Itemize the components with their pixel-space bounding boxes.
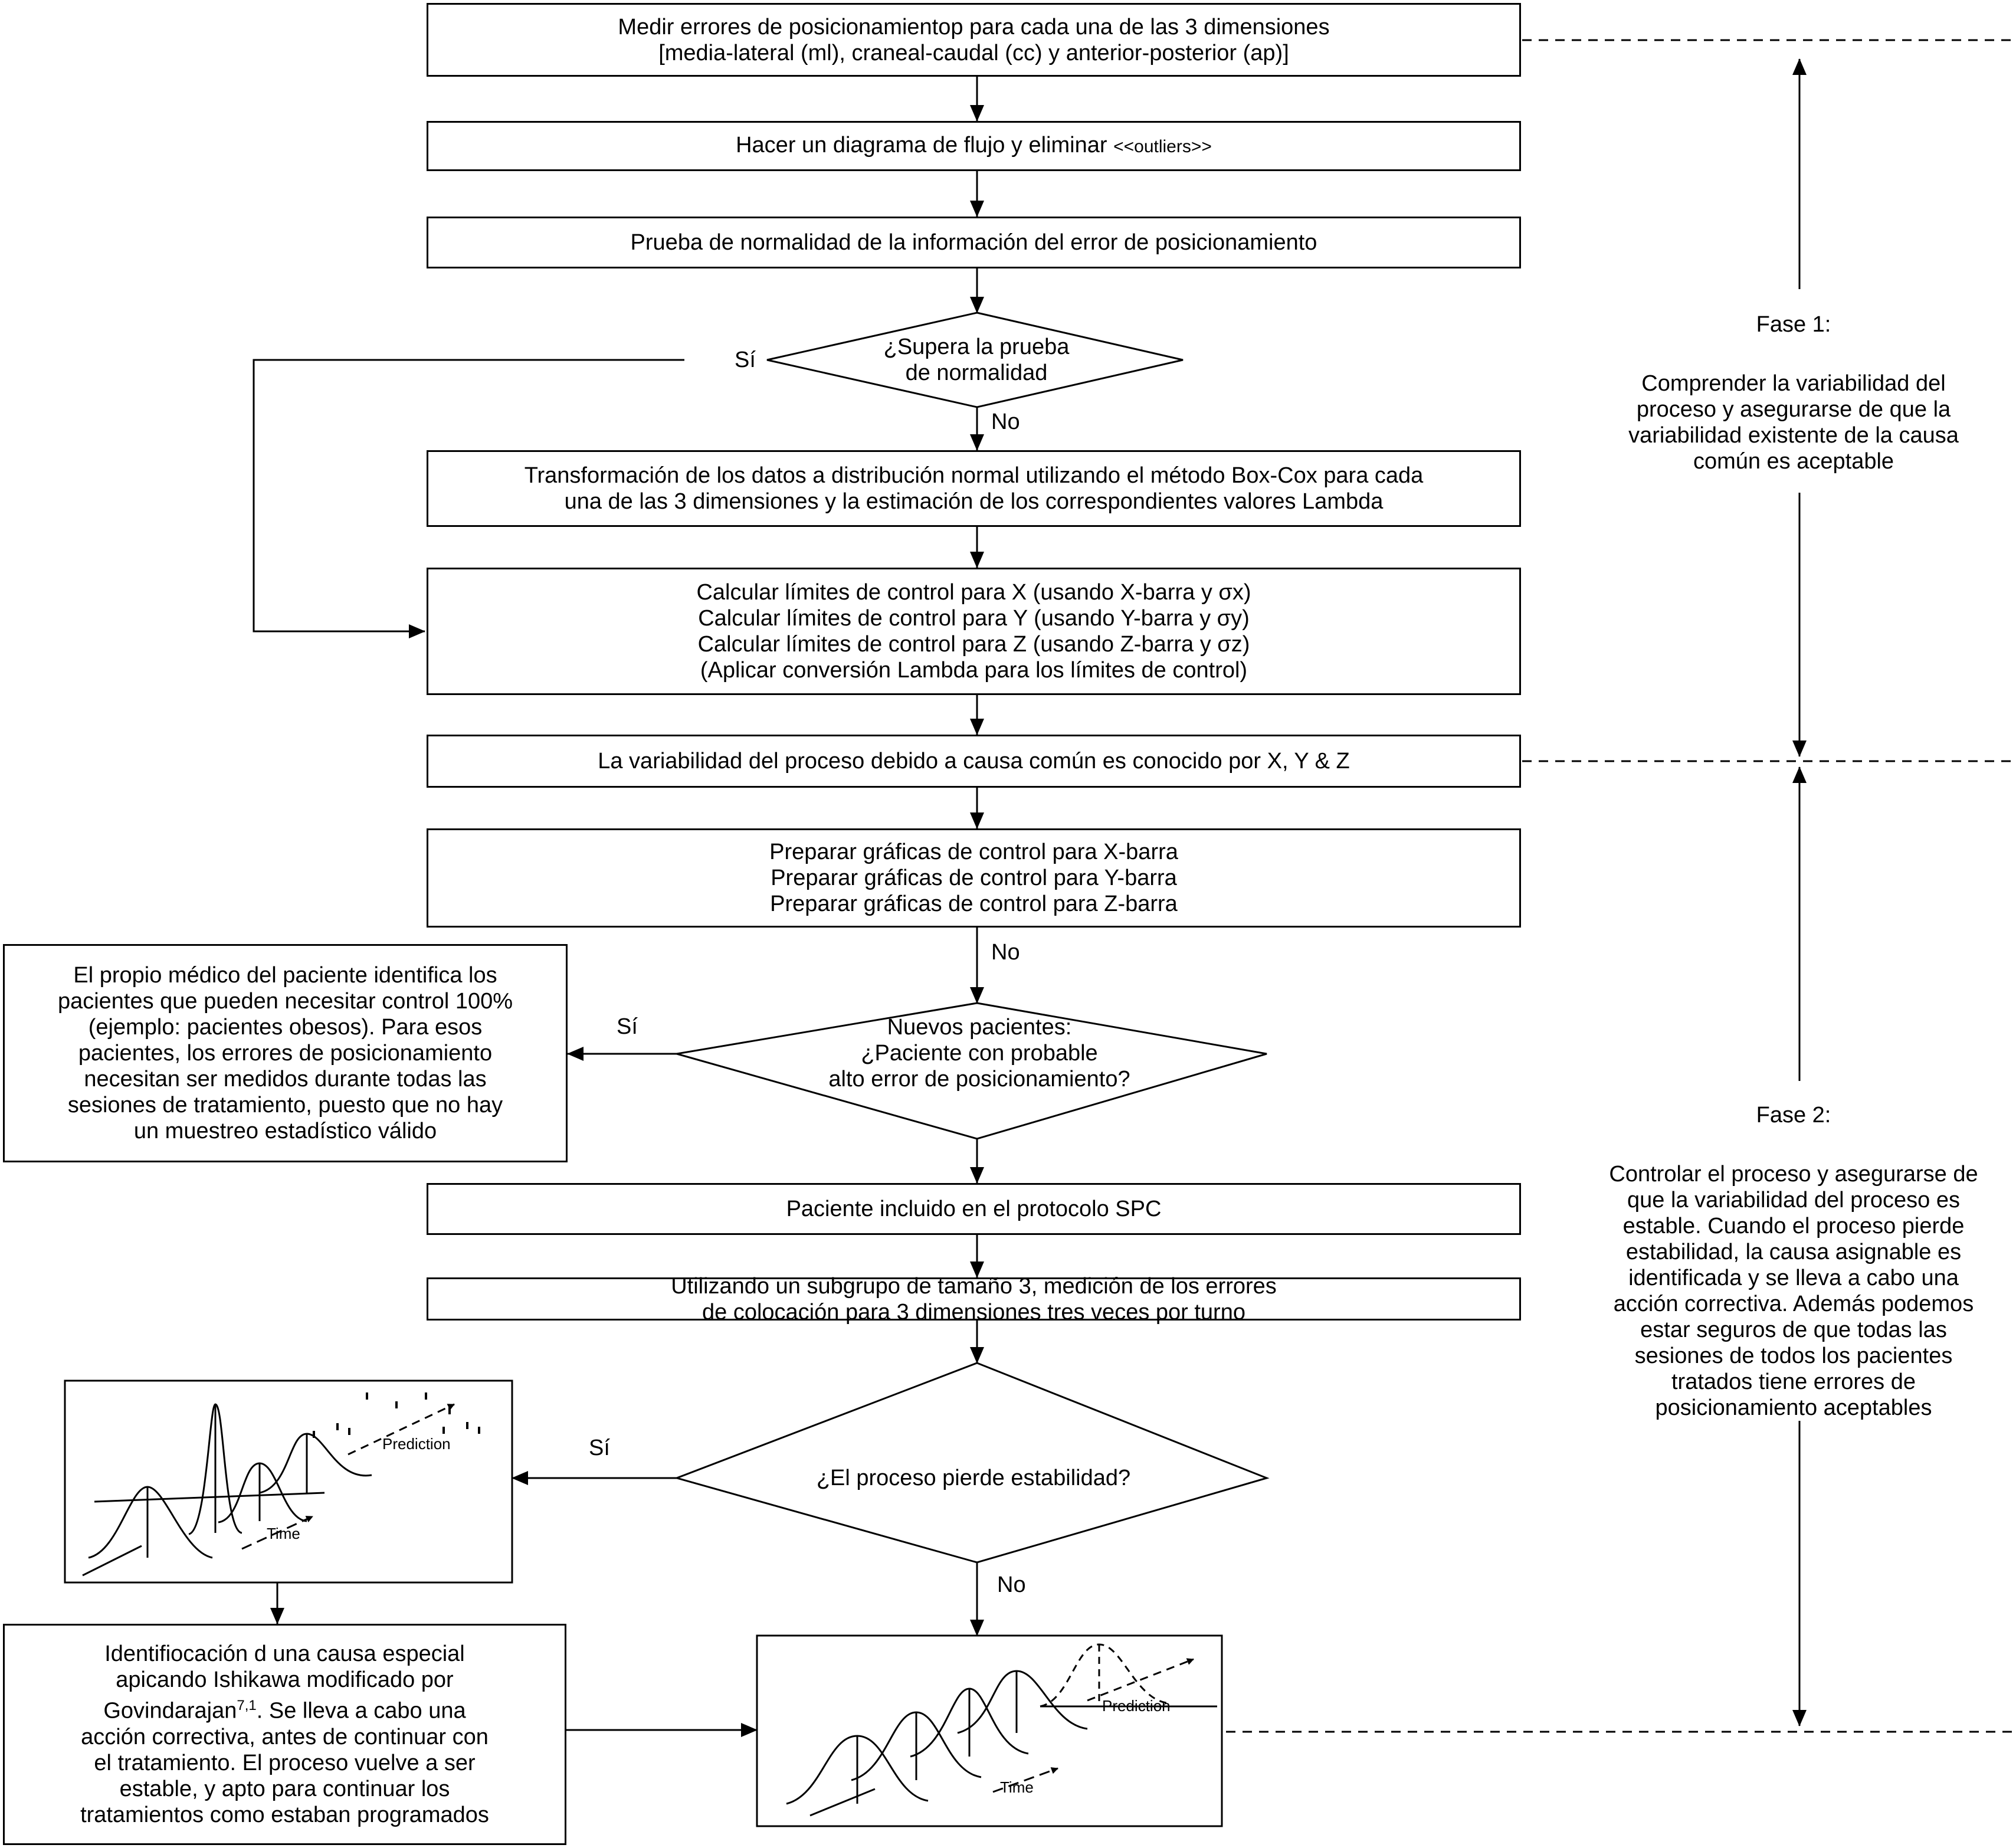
stable-prediction-label: Prediction [1102, 1697, 1171, 1715]
normality-test-text: Prueba de normalidad de la información d… [630, 230, 1317, 255]
variability-known-box: La variabilidad del proceso debido a cau… [427, 735, 1521, 788]
normality-test-box: Prueba de normalidad de la información d… [427, 217, 1521, 268]
yes-label-stability: Sí [589, 1436, 610, 1460]
decision-stability-diamond [674, 1362, 1270, 1564]
decision-newpatients-diamond [676, 1002, 1267, 1140]
measure-errors-text: Medir errores de posicionamientop para c… [618, 14, 1330, 65]
arrow-yes-to-limits [253, 359, 684, 638]
subgroup-box: Utilizando un subgrupo de tamaño 3, medi… [427, 1274, 1521, 1325]
phase1-description: Comprender la variabilidad del proceso y… [1575, 371, 2012, 474]
patient-included-text: Paciente incluido en el protocolo SPC [786, 1197, 1162, 1221]
decision-stability-text: ¿El proceso pierde estabilidad? [816, 1466, 1131, 1490]
ishikawa-box: Identifiocación d una causa especial api… [3, 1624, 566, 1845]
patient-included-box: Paciente incluido en el protocolo SPC [427, 1183, 1521, 1235]
unstable-process-figure [64, 1380, 513, 1584]
decision-newpatients-text: Nuevos pacientes: ¿Paciente con probable… [828, 1015, 1130, 1092]
variability-known-text: La variabilidad del proceso debido a cau… [598, 749, 1350, 774]
prepare-charts-box: Preparar gráficas de control para X-barr… [427, 828, 1521, 928]
physician-note-box: El propio médico del paciente identifica… [3, 944, 568, 1162]
subgroup-text: Utilizando un subgrupo de tamaño 3, medi… [671, 1273, 1277, 1325]
control-limits-box: Calcular límites de control para X (usan… [427, 568, 1521, 695]
no-label-stability: No [997, 1572, 1026, 1597]
flowchart-outliers-text: Hacer un diagrama de flujo y eliminar [736, 133, 1107, 158]
ishikawa-text-b: . Se lleva a cabo una acción correctiva,… [80, 1698, 489, 1827]
physician-note-text: El propio médico del paciente identifica… [57, 963, 513, 1143]
yes-label-newpatients: Sí [617, 1014, 638, 1039]
phase2-description: Controlar el proceso y asegurarse de que… [1575, 1161, 2012, 1421]
unstable-prediction-label: Prediction [382, 1435, 451, 1453]
outliers-word: <<outliers>> [1113, 137, 1212, 156]
boxcox-text: Transformación de los datos a distribuci… [524, 463, 1424, 514]
ishikawa-citation: 7,1 [237, 1698, 257, 1714]
control-limits-text: Calcular límites de control para X (usan… [696, 580, 1251, 683]
prepare-charts-text: Preparar gráficas de control para X-barr… [769, 840, 1178, 916]
measure-errors-box: Medir errores de posicionamientop para c… [427, 3, 1521, 77]
boxcox-box: Transformación de los datos a distribuci… [427, 450, 1521, 527]
flowchart-outliers-box: Hacer un diagrama de flujo y eliminar <<… [427, 121, 1521, 171]
stable-process-figure [756, 1634, 1223, 1827]
unstable-time-label: Time [267, 1525, 300, 1542]
phase2-title: Fase 2: [1575, 1102, 2012, 1128]
decision-normality-diamond [766, 312, 1184, 408]
yes-label-normality: Sí [735, 348, 756, 372]
no-label-charts: No [991, 940, 1020, 965]
stable-time-label: Time [1000, 1778, 1034, 1796]
phase1-title: Fase 1: [1575, 312, 2012, 338]
ishikawa-text-a: Identifiocación d una causa especial api… [103, 1641, 465, 1724]
decision-normality-text: ¿Supera la prueba de normalidad [883, 335, 1070, 385]
no-label-normality: No [991, 409, 1020, 434]
